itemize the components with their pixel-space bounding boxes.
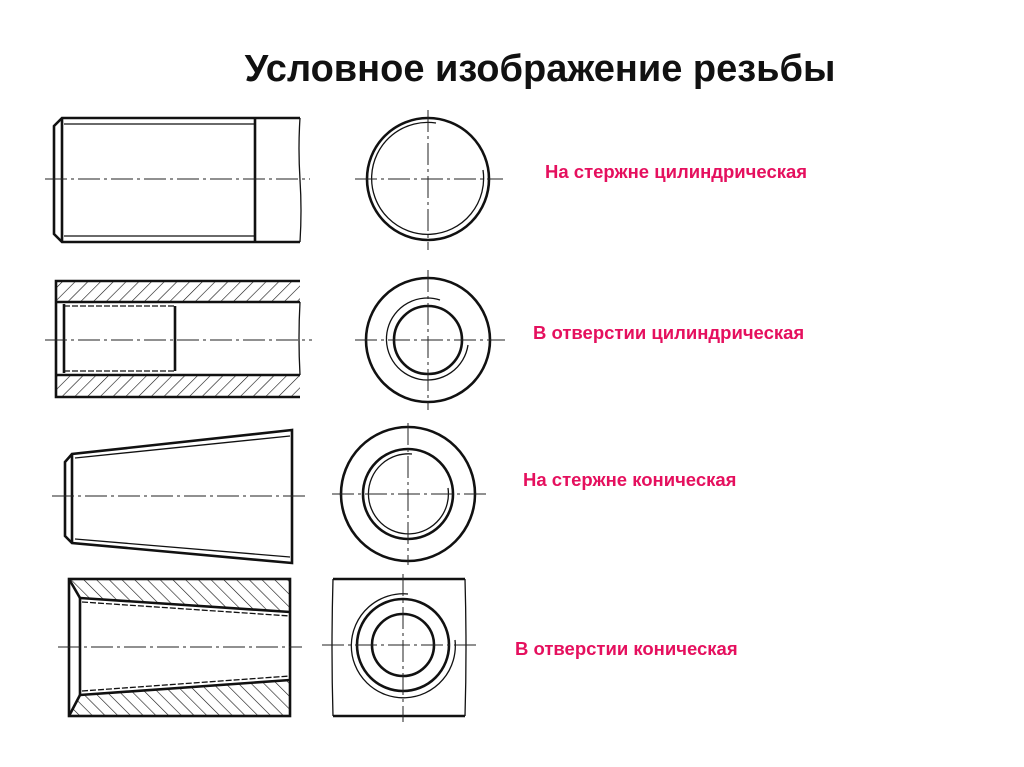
external-conical-end-view	[332, 423, 488, 565]
label-internal-conical: В отверстии коническая	[515, 638, 738, 659]
internal-conical-section-view	[58, 577, 302, 718]
label-external-conical: На стержне коническая	[523, 469, 737, 490]
internal-conical-end-view	[322, 574, 478, 722]
label-internal-cylindrical: В отверстии цилиндрическая	[533, 322, 805, 343]
external-conical-side-view	[52, 428, 305, 565]
internal-cylindrical-end-view	[355, 270, 505, 410]
external-cylindrical-side-view	[45, 116, 310, 244]
slide-title: Условное изображение резьбы	[244, 48, 836, 90]
external-cylindrical-end-view	[355, 110, 503, 250]
internal-cylindrical-section-view	[45, 279, 312, 399]
label-external-cylindrical: На стержне цилиндрическая	[545, 161, 808, 182]
